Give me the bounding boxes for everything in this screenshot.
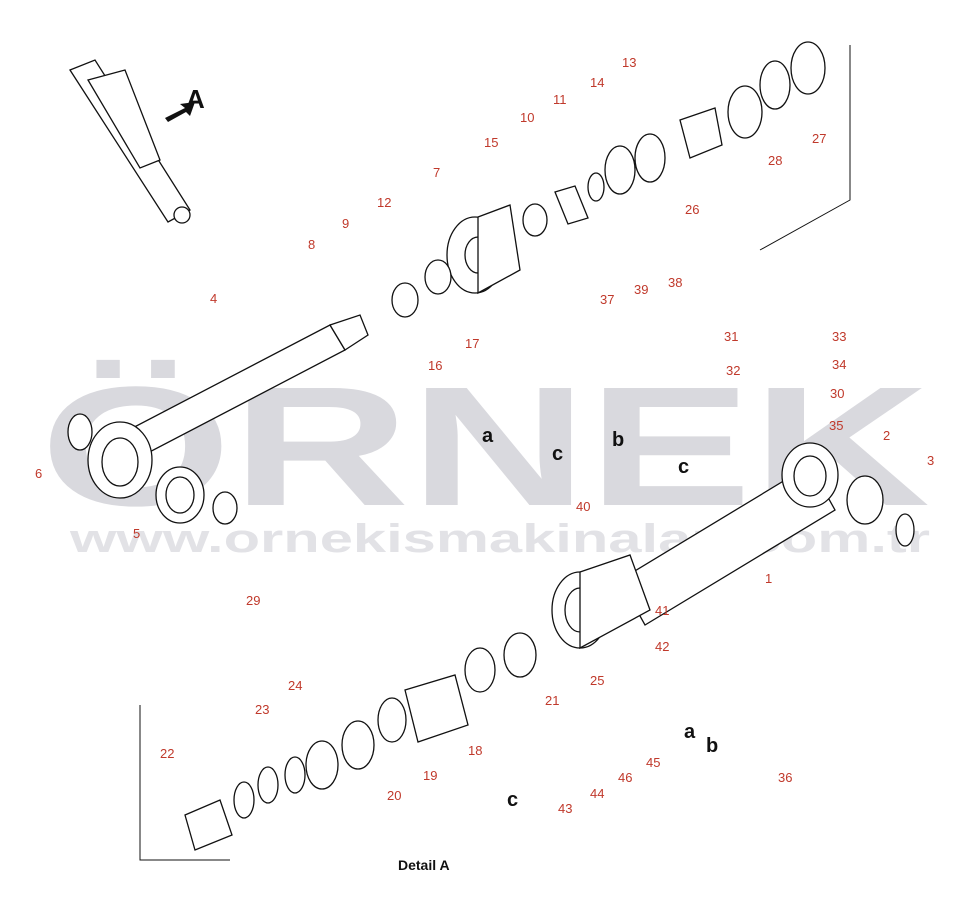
part-number: 38 <box>668 275 682 290</box>
dust-seal-6 <box>67 413 238 525</box>
ref-c: c <box>552 443 563 465</box>
part-number: 35 <box>829 418 843 433</box>
part-number: 33 <box>832 329 846 344</box>
part-number: 14 <box>590 75 604 90</box>
part-number: 12 <box>377 195 391 210</box>
part-number: 42 <box>655 639 669 654</box>
part-number: 4 <box>210 291 217 306</box>
part-number: 34 <box>832 357 846 372</box>
part-number: 6 <box>35 466 42 481</box>
ref-c: c <box>678 456 689 478</box>
part-number: 13 <box>622 55 636 70</box>
ref-c: c <box>507 789 518 811</box>
ref-b: b <box>612 429 624 451</box>
part-number: 24 <box>288 678 302 693</box>
part-number: 8 <box>308 237 315 252</box>
part-number: 19 <box>423 768 437 783</box>
part-number: 16 <box>428 358 442 373</box>
head-seals <box>391 41 826 318</box>
bushing-5 <box>155 466 205 524</box>
part-labels: 1 2 3 4 5 6 7 8 9 10 11 12 13 14 15 16 1… <box>35 55 934 816</box>
part-number: 23 <box>255 702 269 717</box>
part-number: 39 <box>634 282 648 297</box>
part-number: 17 <box>465 336 479 351</box>
piston <box>551 554 651 650</box>
frame-bottom-left <box>139 705 230 861</box>
part-number: 18 <box>468 743 482 758</box>
part-number: 29 <box>246 593 260 608</box>
part-number: 9 <box>342 216 349 231</box>
part-number: 31 <box>724 329 738 344</box>
part-number: 28 <box>768 153 782 168</box>
part-number: 40 <box>576 499 590 514</box>
detail-caption: Detail A <box>398 857 450 873</box>
part-number: 43 <box>558 801 572 816</box>
part-number: 21 <box>545 693 559 708</box>
part-number: 46 <box>618 770 632 785</box>
part-number: 5 <box>133 526 140 541</box>
part-number: 2 <box>883 428 890 443</box>
part-number: 25 <box>590 673 604 688</box>
part-number: 32 <box>726 363 740 378</box>
cylinder-head <box>446 204 521 295</box>
part-number: 22 <box>160 746 174 761</box>
part-number: 44 <box>590 786 604 801</box>
part-number: 10 <box>520 110 534 125</box>
cylinder-tube <box>619 442 915 626</box>
part-number: 11 <box>553 92 567 107</box>
ref-b: b <box>706 735 718 757</box>
frame-top-right <box>759 45 851 251</box>
lower-seals <box>184 632 537 851</box>
part-number: 26 <box>685 202 699 217</box>
part-number: 36 <box>778 770 792 785</box>
part-number: 27 <box>812 131 826 146</box>
piston-rod <box>87 314 369 499</box>
ref-a: a <box>684 721 696 743</box>
part-number: 15 <box>484 135 498 150</box>
view-label: A <box>186 84 205 114</box>
part-number: 41 <box>655 603 669 618</box>
part-number: 1 <box>765 571 772 586</box>
part-number: 7 <box>433 165 440 180</box>
cylinder-thumbnail <box>69 59 191 224</box>
part-number: 30 <box>830 386 844 401</box>
part-number: 45 <box>646 755 660 770</box>
view-arrow-icon <box>165 102 195 122</box>
part-number: 3 <box>927 453 934 468</box>
part-number: 37 <box>600 292 614 307</box>
ref-a: a <box>482 425 494 447</box>
part-number: 20 <box>387 788 401 803</box>
